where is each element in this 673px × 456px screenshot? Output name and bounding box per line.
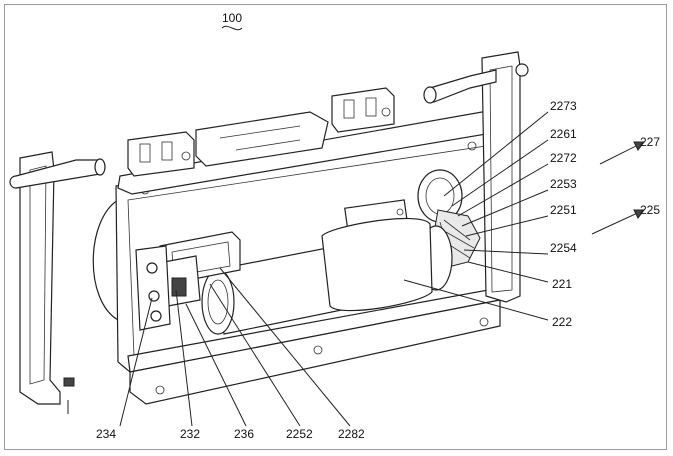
right-handle-bracket: [423, 51, 529, 303]
label-2261: 2261: [550, 127, 577, 141]
label-100: 100: [222, 11, 242, 25]
label-2272: 2272: [550, 151, 577, 165]
label-2252: 2252: [286, 427, 313, 441]
label-2251: 2251: [550, 203, 577, 217]
left-handle-bracket: [9, 151, 106, 414]
front-clamp-assembly: [135, 231, 241, 331]
top-rail: [117, 111, 499, 195]
leader-lines: [119, 25, 645, 427]
label-227: 227: [640, 135, 660, 149]
label-222: 222: [552, 315, 572, 329]
label-2273: 2273: [550, 99, 577, 113]
figure-border: [4, 4, 667, 450]
reference-labels: 100 2273 2261 2272 2253 2251 2254 221 22…: [96, 11, 660, 441]
bevel-gear-assembly: [344, 169, 481, 269]
label-232: 232: [180, 427, 200, 441]
slider-blocks: [127, 87, 395, 177]
label-236: 236: [234, 427, 254, 441]
label-2253: 2253: [550, 177, 577, 191]
label-225: 225: [640, 203, 660, 217]
label-2254: 2254: [550, 241, 577, 255]
label-2282: 2282: [338, 427, 365, 441]
label-221: 221: [552, 277, 572, 291]
rear-disc: [92, 199, 119, 321]
motor-cylinder: [201, 217, 453, 335]
label-234: 234: [96, 427, 116, 441]
